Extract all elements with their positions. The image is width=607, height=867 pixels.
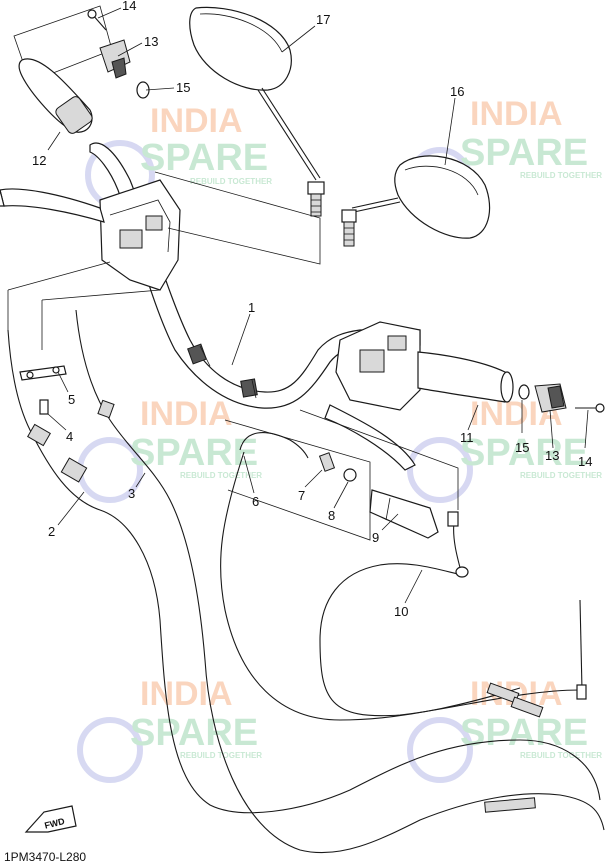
leader-lines bbox=[47, 7, 589, 604]
svg-text:INDIA: INDIA bbox=[140, 675, 233, 713]
callout-11: 11 bbox=[460, 430, 474, 445]
svg-text:REBUILD TOGETHER: REBUILD TOGETHER bbox=[180, 751, 262, 760]
svg-text:SPARE: SPARE bbox=[140, 137, 268, 179]
callout-16: 16 bbox=[450, 84, 464, 99]
callout-14-top: 14 bbox=[122, 0, 136, 13]
callout-17: 17 bbox=[316, 12, 330, 27]
fwd-arrow-icon: FWD bbox=[24, 805, 77, 833]
callout-1: 1 bbox=[248, 300, 255, 315]
callouts: 14 13 15 12 17 16 1 5 4 3 2 6 7 8 9 10 1… bbox=[32, 0, 592, 619]
watermark-logo: INDIA SPARE REBUILD TOGETHER bbox=[407, 95, 602, 213]
cables bbox=[7, 261, 605, 854]
svg-text:SPARE: SPARE bbox=[130, 712, 258, 754]
callout-2: 2 bbox=[48, 524, 55, 539]
svg-text:INDIA: INDIA bbox=[150, 102, 243, 140]
svg-text:SPARE: SPARE bbox=[460, 432, 588, 474]
watermark-logo: INDIA SPARE REBUILD TOGETHER bbox=[77, 395, 262, 503]
fwd-label: FWD bbox=[43, 816, 66, 831]
watermark-logo: INDIA SPARE REBUILD TOGETHER bbox=[407, 395, 602, 503]
svg-text:REBUILD TOGETHER: REBUILD TOGETHER bbox=[190, 177, 272, 186]
svg-text:REBUILD TOGETHER: REBUILD TOGETHER bbox=[520, 171, 602, 180]
right-mirror bbox=[341, 155, 491, 247]
svg-text:SPARE: SPARE bbox=[460, 712, 588, 754]
callout-6: 6 bbox=[252, 494, 259, 509]
diagram-code: 1PM3470-L280 bbox=[4, 850, 87, 864]
callout-8: 8 bbox=[328, 508, 335, 523]
callout-15-right: 15 bbox=[515, 440, 529, 455]
watermarks: INDIA SPARE REBUILD TOGETHER INDIA SPARE… bbox=[77, 95, 602, 783]
svg-text:REBUILD TOGETHER: REBUILD TOGETHER bbox=[520, 751, 602, 760]
callout-5: 5 bbox=[68, 392, 75, 407]
right-throttle-assembly bbox=[324, 321, 605, 471]
callout-14-right: 14 bbox=[578, 454, 592, 469]
callout-3: 3 bbox=[128, 486, 135, 501]
callout-7: 7 bbox=[298, 488, 305, 503]
callout-13-right: 13 bbox=[545, 448, 559, 463]
left-grip-assembly bbox=[13, 5, 150, 134]
callout-10: 10 bbox=[394, 604, 408, 619]
svg-text:INDIA: INDIA bbox=[140, 395, 233, 433]
callout-9: 9 bbox=[372, 530, 379, 545]
left-mirror bbox=[189, 6, 325, 217]
svg-text:REBUILD TOGETHER: REBUILD TOGETHER bbox=[520, 471, 602, 480]
callout-4: 4 bbox=[66, 429, 73, 444]
callout-13-top: 13 bbox=[144, 34, 158, 49]
callout-12: 12 bbox=[32, 153, 46, 168]
svg-text:INDIA: INDIA bbox=[470, 95, 563, 133]
svg-text:SPARE: SPARE bbox=[130, 432, 258, 474]
watermark-logo: INDIA SPARE REBUILD TOGETHER bbox=[85, 102, 272, 210]
callout-15-top: 15 bbox=[176, 80, 190, 95]
watermark-logo: INDIA SPARE REBUILD TOGETHER bbox=[77, 675, 262, 783]
left-switch-housing bbox=[0, 171, 321, 291]
svg-text:REBUILD TOGETHER: REBUILD TOGETHER bbox=[180, 471, 262, 480]
svg-text:SPARE: SPARE bbox=[460, 132, 588, 174]
